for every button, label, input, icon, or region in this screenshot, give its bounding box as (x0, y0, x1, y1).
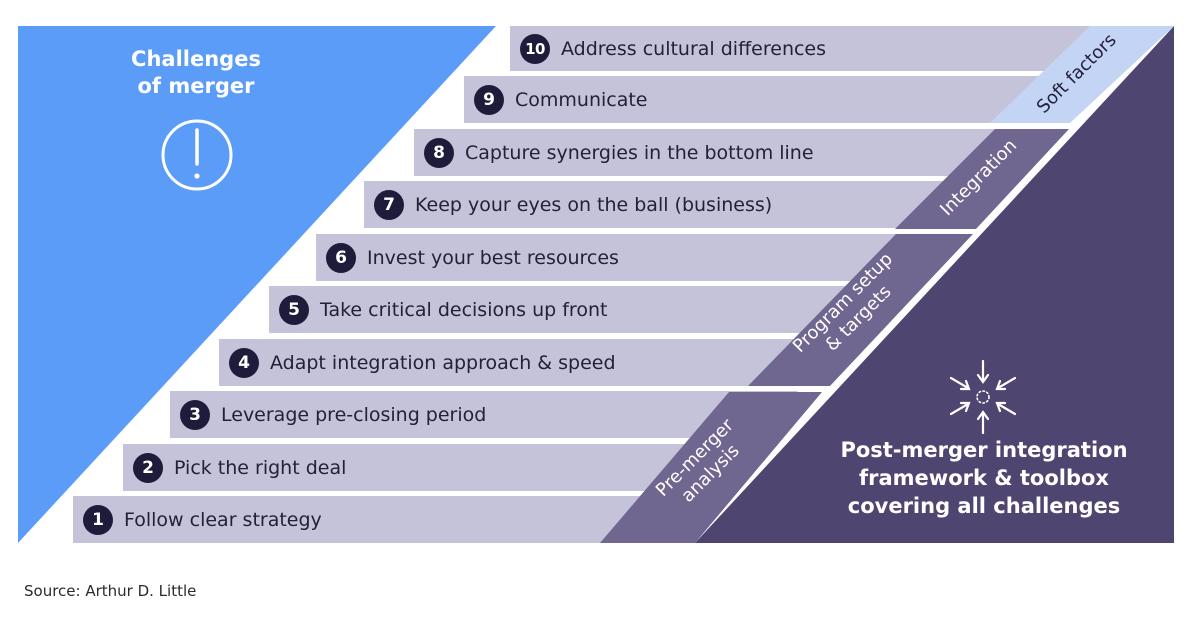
step-number-1: 1 (83, 504, 113, 535)
phase-band-pre-merger-analysis (600, 392, 822, 543)
step-number-3: 3 (180, 399, 210, 430)
step-label-7: Keep your eyes on the ball (business) (415, 193, 773, 216)
step-label-5: Take critical decisions up front (320, 298, 608, 321)
challenges-triangle (18, 26, 496, 543)
step-bar-7 (364, 181, 1008, 228)
challenges-title: Challenges of merger (96, 46, 296, 100)
step-bar-4 (219, 339, 850, 386)
phase-bands (600, 26, 1174, 543)
phase-band-integration (895, 129, 1069, 229)
framework-title: Post-merger integration framework & tool… (814, 436, 1154, 520)
step-label-9: Communicate (515, 88, 648, 111)
step-bar-5 (269, 286, 903, 333)
step-bar-1 (73, 496, 693, 543)
step-number-2: 2 (133, 452, 163, 483)
step-number-6: 6 (326, 242, 356, 273)
step-bar-10 (510, 26, 1163, 71)
step-bars (73, 26, 1163, 543)
source-note: Source: Arthur D. Little (24, 582, 197, 600)
phase-band-program-setup-targets (748, 234, 973, 386)
step-label-6: Invest your best resources (367, 246, 619, 269)
step-bar-6 (316, 234, 955, 281)
step-bar-2 (123, 444, 745, 491)
step-number-9: 9 (474, 84, 504, 115)
framework-title-line3: covering all challenges (847, 494, 1121, 518)
step-number-4: 4 (229, 347, 259, 378)
exclamation-circle-icon (161, 119, 233, 191)
step-label-3: Leverage pre-closing period (221, 403, 487, 426)
framework-triangle (695, 26, 1174, 543)
step-label-8: Capture synergies in the bottom line (465, 141, 814, 164)
framework-title-line1: Post-merger integration (840, 438, 1128, 462)
step-label-2: Pick the right deal (174, 456, 347, 479)
step-bar-8 (414, 129, 1060, 176)
challenges-title-line1: Challenges (131, 47, 261, 71)
step-bar-9 (464, 76, 1113, 123)
framework-title-line2: framework & toolbox (859, 466, 1109, 490)
step-number-5: 5 (279, 294, 309, 325)
step-number-7: 7 (374, 189, 404, 220)
step-number-10: 10 (520, 33, 550, 64)
challenges-title-line2: of merger (137, 74, 255, 98)
phase-band-soft-factors (990, 26, 1174, 123)
step-label-10: Address cultural differences (561, 37, 827, 60)
step-label-4: Adapt integration approach & speed (270, 351, 616, 374)
step-bar-3 (170, 391, 798, 438)
step-label-1: Follow clear strategy (124, 508, 322, 531)
converging-arrows-icon (949, 359, 1017, 435)
step-number-8: 8 (424, 137, 454, 168)
